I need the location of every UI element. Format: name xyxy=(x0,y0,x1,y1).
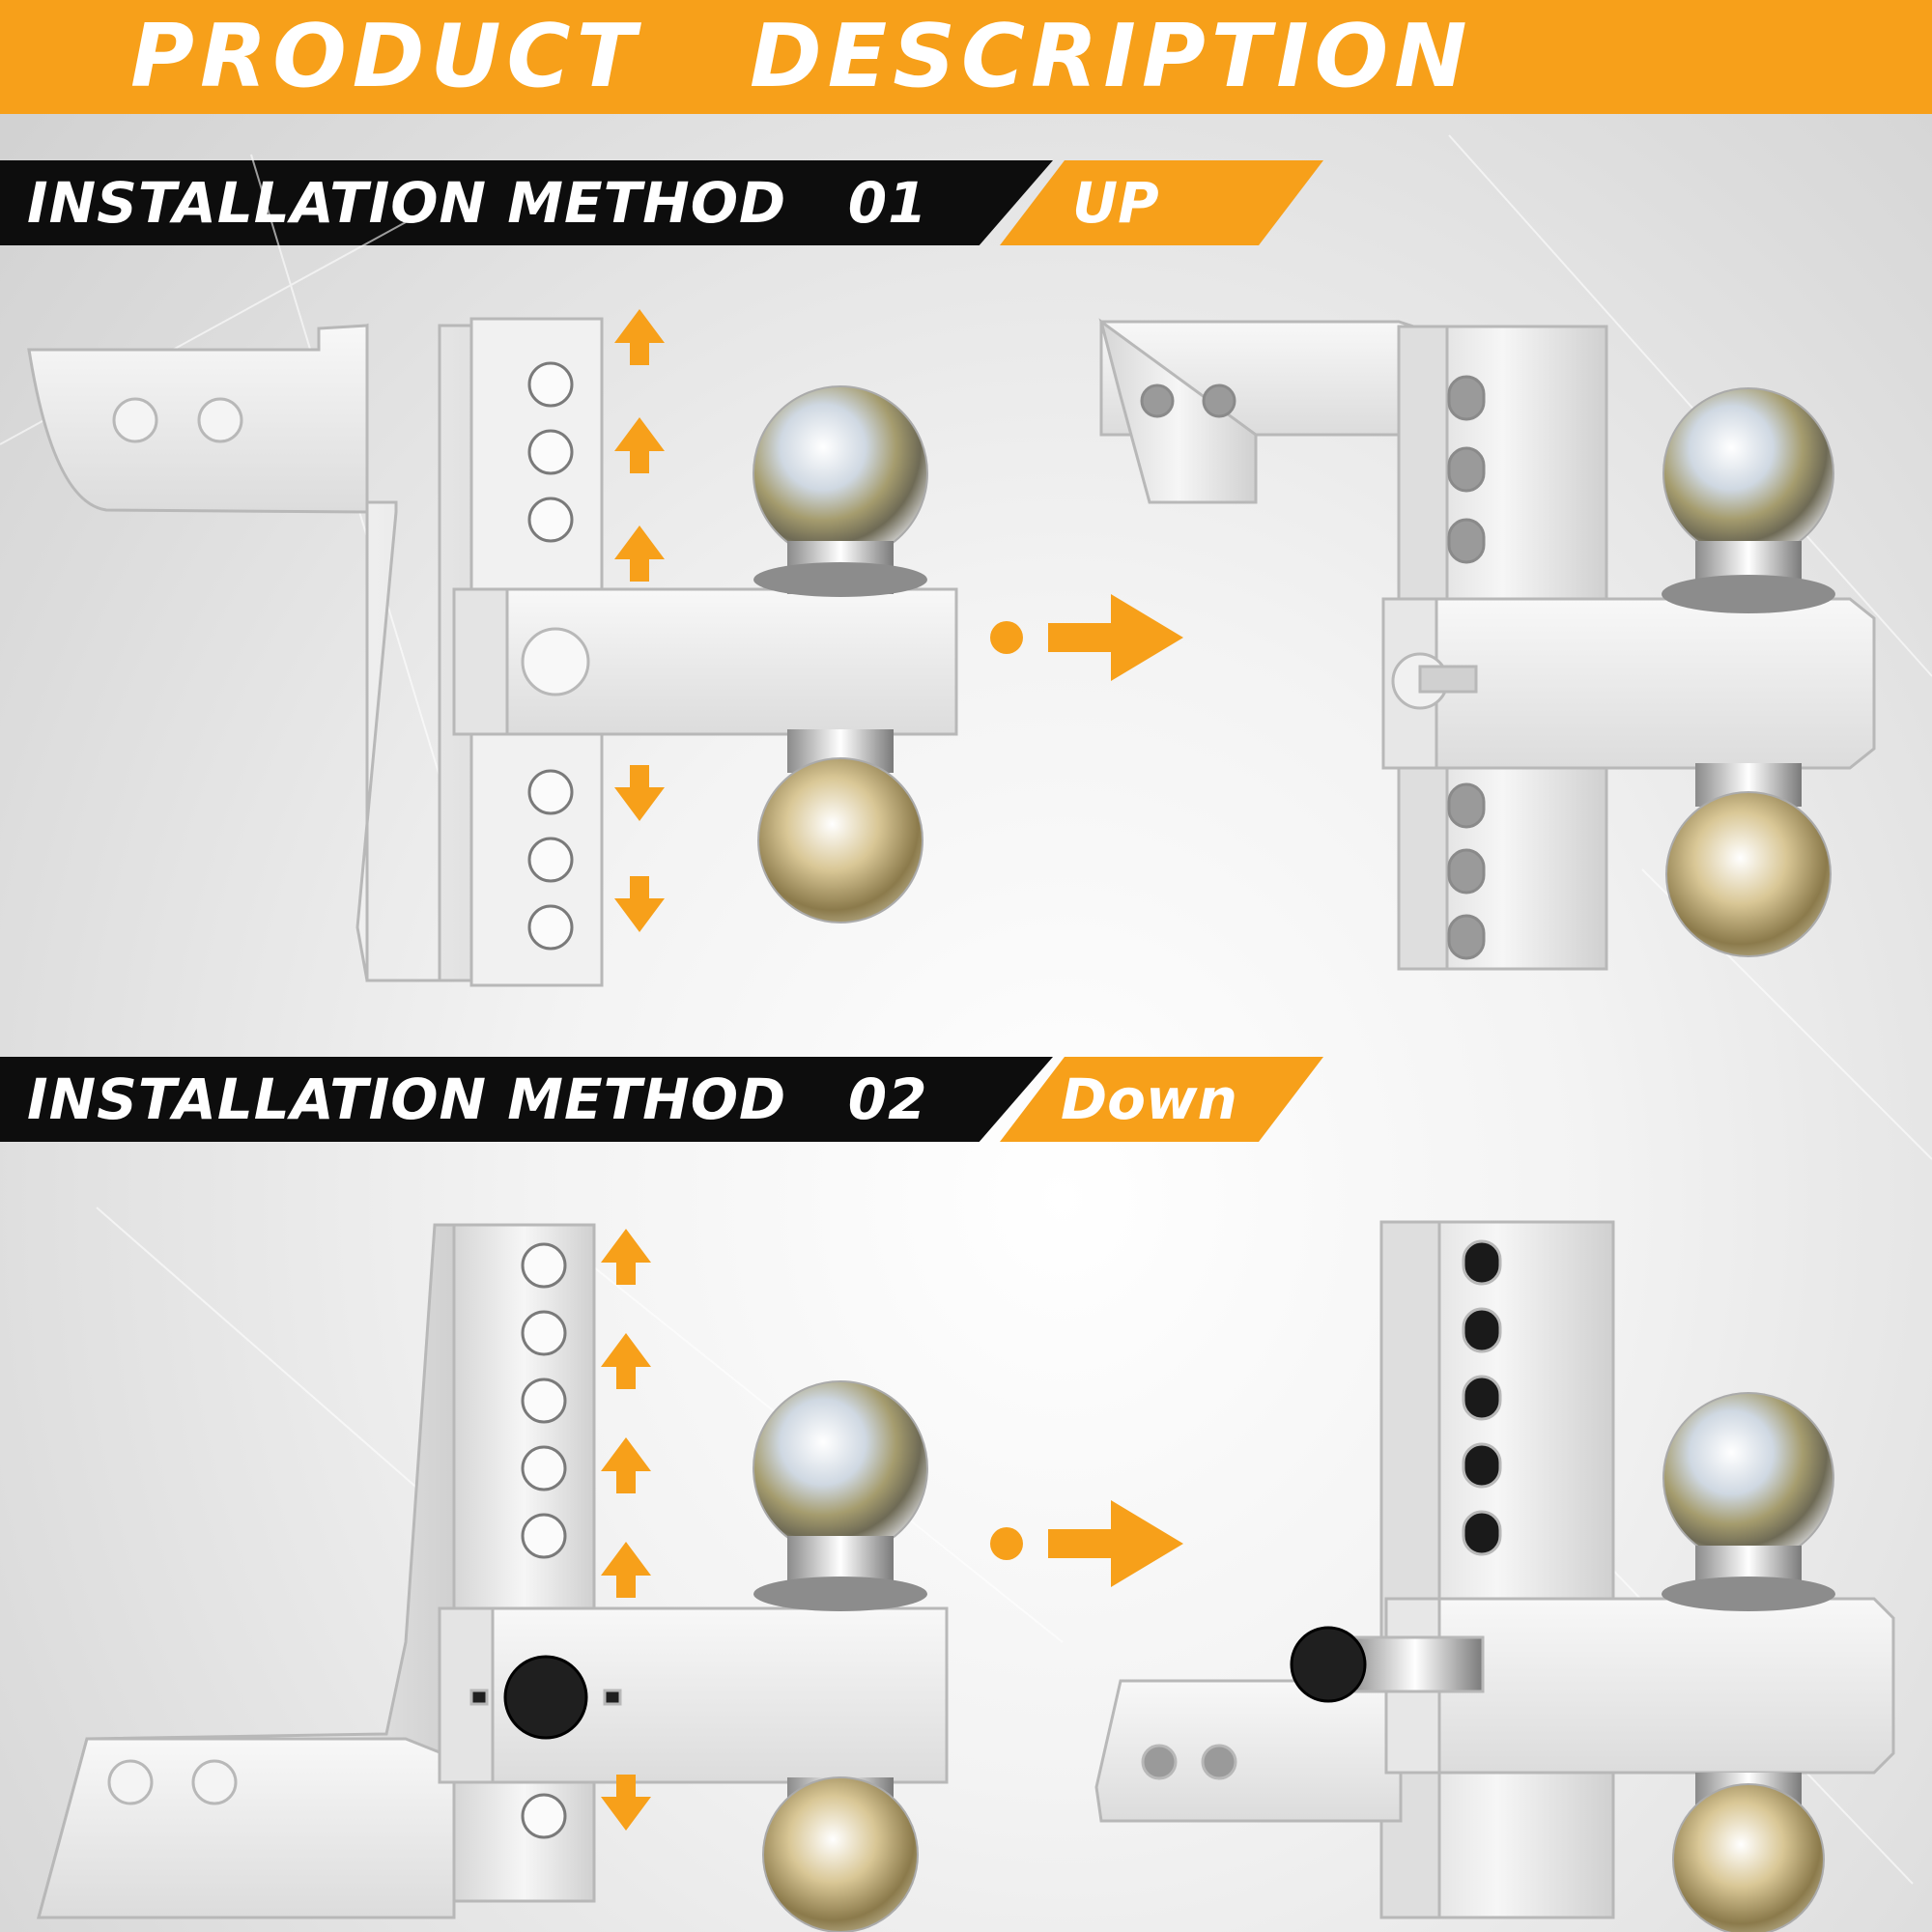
ball-mount-01-after xyxy=(1662,387,1835,957)
arrow-up-icon xyxy=(601,1542,651,1598)
arrow-up-icon xyxy=(601,1333,651,1389)
ball-mount-02-before xyxy=(753,1380,928,1932)
dot-icon xyxy=(990,1527,1023,1560)
transition-arrow-02 xyxy=(990,1500,1183,1587)
ball-mount-01-before xyxy=(753,385,928,923)
section-bar-dark xyxy=(0,1057,1053,1142)
arrow-down-icon xyxy=(614,876,665,932)
top-banner: PRODUCT DESCRIPTION xyxy=(0,0,1932,114)
arrow-up-icon xyxy=(601,1229,651,1285)
arrow-right-icon xyxy=(1048,1500,1183,1587)
arrow-right-icon xyxy=(1048,594,1183,681)
hitch-02-after xyxy=(1094,1220,1895,1919)
hitch-02-before xyxy=(37,1223,949,1919)
arrow-up-icon xyxy=(614,309,665,365)
transition-arrow-01 xyxy=(990,594,1183,681)
section-tag-background xyxy=(1000,1057,1323,1142)
section-label: INSTALLATION METHOD 01 xyxy=(27,170,928,236)
arrow-up-icon xyxy=(601,1437,651,1493)
arrow-up-icon xyxy=(614,526,665,582)
arrow-group-down-02 xyxy=(601,1775,651,1831)
ball-mount-02-after xyxy=(1662,1392,1835,1932)
hitch-01-after xyxy=(1098,318,1876,971)
arrow-group-down-01 xyxy=(614,765,665,932)
arrow-group-up-01 xyxy=(614,309,665,582)
page-title: PRODUCT DESCRIPTION xyxy=(130,6,1473,107)
hitch-01-before xyxy=(27,317,958,987)
section-bar-method-01: INSTALLATION METHOD 01 UP xyxy=(0,160,1333,245)
section-tag: Down xyxy=(1061,1066,1237,1132)
section-tag: UP xyxy=(1072,170,1159,236)
section-bar-dark xyxy=(0,160,1053,245)
arrow-up-icon xyxy=(614,417,665,473)
section-tag-background xyxy=(1000,160,1323,245)
section-label: INSTALLATION METHOD 02 xyxy=(27,1066,928,1132)
dot-icon xyxy=(990,621,1023,654)
section-bar-method-02: INSTALLATION METHOD 02 Down xyxy=(0,1057,1333,1142)
arrow-down-icon xyxy=(601,1775,651,1831)
arrow-down-icon xyxy=(614,765,665,821)
arrow-group-up-02 xyxy=(601,1229,651,1598)
